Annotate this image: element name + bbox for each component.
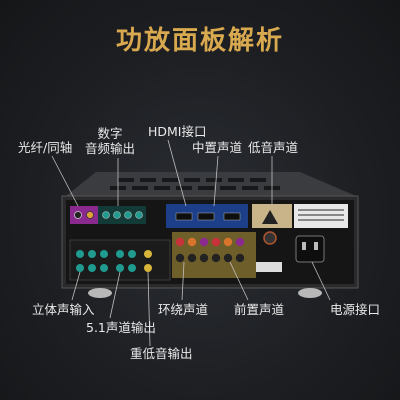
label-digital-audio-output: 数字 音频输出 (82, 126, 138, 156)
label-stereo-input: 立体声输入 (32, 302, 95, 317)
label-subwoofer-channel: 低音声道 (248, 140, 299, 155)
page-title: 功放面板解析 (115, 26, 284, 56)
rca-jacks-stereo (76, 250, 152, 272)
serial-label (256, 262, 282, 272)
fuse-holder (263, 231, 277, 245)
speaker-terminals (175, 237, 245, 263)
chassis-top (66, 172, 356, 196)
label-digital-audio-output-line2: 音频输出 (84, 141, 135, 156)
leader-lines (51, 139, 331, 347)
label-51-channel-output: 5.1声道输出 (86, 320, 156, 335)
label-front-channel: 前置声道 (234, 302, 285, 317)
digital-audio-output-jacks (98, 206, 146, 224)
label-digital-audio-output-line1: 数字 (97, 126, 123, 141)
power-socket (295, 235, 325, 263)
left-foot (88, 288, 112, 298)
stereo-input-block (69, 239, 171, 281)
optical-coaxial-block (70, 206, 98, 224)
label-optical-coaxial: 光纤/同轴 (18, 140, 73, 155)
label-power-port: 电源接口 (330, 302, 381, 317)
right-foot (298, 288, 322, 298)
label-subwoofer-output: 重低音输出 (130, 346, 193, 361)
label-hdmi-port: HDMI接口 (148, 124, 207, 139)
label-surround-channel: 环绕声道 (158, 302, 209, 317)
label-center-channel: 中置声道 (192, 140, 243, 155)
